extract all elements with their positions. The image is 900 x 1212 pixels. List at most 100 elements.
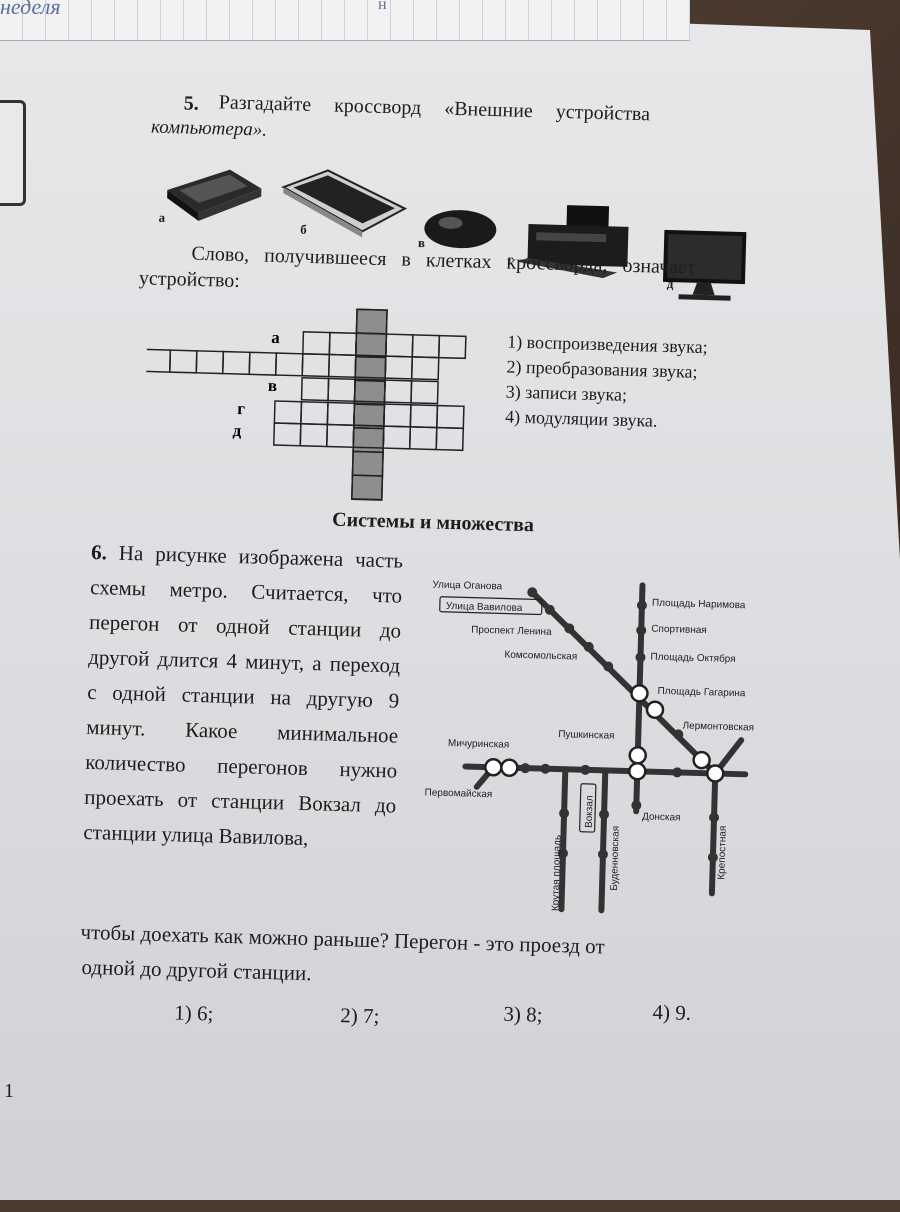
crossword-cell bbox=[410, 380, 439, 405]
transfer-node bbox=[706, 764, 725, 783]
station-dot bbox=[597, 849, 608, 860]
keyboard-icon bbox=[281, 169, 408, 238]
crossword-cell bbox=[382, 425, 412, 450]
station-ploshchad-oktyabrya: Площадь Октября bbox=[650, 651, 735, 665]
metro-branch-budennovskaya bbox=[598, 767, 609, 914]
station-ulitsa-vavilova: Улица Вавилова bbox=[446, 601, 523, 614]
crossword-cell bbox=[409, 404, 439, 429]
transfer-node bbox=[628, 746, 647, 765]
page-number: 1 bbox=[4, 1080, 14, 1102]
answer-4: 4) 9. bbox=[652, 999, 692, 1025]
station-dot bbox=[544, 604, 555, 615]
section-title: Системы и множества bbox=[331, 508, 535, 537]
crossword-cell bbox=[408, 426, 438, 451]
crossword-cell bbox=[327, 353, 357, 379]
station-dot bbox=[564, 623, 575, 634]
left-book-edge bbox=[0, 100, 26, 206]
crossword-cell bbox=[437, 334, 467, 360]
station-vokzal: Вокзал bbox=[584, 795, 596, 828]
option-4: 4) модуляции звука. bbox=[504, 406, 658, 431]
station-dot bbox=[540, 763, 551, 774]
crossword-cell bbox=[300, 377, 330, 402]
monitor-icon bbox=[662, 229, 747, 301]
task5-line2: компьютера». bbox=[150, 116, 268, 141]
task6-text-cont2: одной до другой станции. bbox=[81, 954, 312, 986]
crossword-label-g: г bbox=[237, 399, 246, 418]
station-dot bbox=[707, 852, 718, 863]
station-donskaya: Донская bbox=[642, 811, 681, 823]
crossword-label-v: в bbox=[268, 376, 278, 395]
crossword-cell bbox=[302, 331, 331, 356]
crossword-cell bbox=[300, 401, 329, 426]
crossword-cell bbox=[142, 348, 172, 373]
station-lermontovskaya: Лермонтовская bbox=[682, 721, 754, 734]
task6-text: 6. На рисунке изображена часть схемы мет… bbox=[83, 535, 404, 859]
crossword-cell bbox=[383, 403, 412, 428]
metro-line-diagonal bbox=[529, 589, 719, 777]
station-budennovskaya: Буденновская bbox=[609, 826, 622, 891]
mouse-icon bbox=[424, 210, 497, 249]
station-krepostnaya: Крепостная bbox=[716, 826, 729, 880]
transfer-node bbox=[628, 762, 647, 781]
crossword-cell bbox=[383, 379, 413, 404]
crossword-cell bbox=[301, 353, 331, 378]
crossword-cell bbox=[410, 356, 440, 381]
transfer-node bbox=[484, 758, 503, 777]
answer-1: 1) 6; bbox=[174, 1000, 214, 1026]
metro-map: Улица Оганова Улица Вавилова Проспект Ле… bbox=[424, 580, 754, 914]
crossword-cell bbox=[385, 333, 414, 358]
crossword-label-d: д bbox=[232, 421, 242, 440]
crossword-cell bbox=[411, 334, 441, 359]
task5-options: 1) воспроизведения звука; 2) преобразова… bbox=[505, 330, 708, 436]
device-label-a: а bbox=[158, 209, 166, 225]
station-prospekt-lenina: Проспект Ленина bbox=[471, 625, 552, 638]
crossword-cell bbox=[248, 351, 278, 376]
crossword-cell bbox=[272, 422, 302, 447]
station-dot bbox=[557, 848, 568, 859]
transfer-node bbox=[692, 750, 711, 770]
station-dot bbox=[603, 661, 614, 672]
device-label-b: б bbox=[300, 221, 308, 237]
metro-branch-krutaya bbox=[558, 766, 569, 913]
station-sportivnaya: Спортивная bbox=[651, 624, 707, 637]
station-box-vavilova bbox=[439, 596, 543, 616]
crossword-cell bbox=[273, 400, 303, 425]
crossword-cell bbox=[435, 426, 465, 452]
station-dot bbox=[673, 729, 684, 740]
crossword-cell bbox=[327, 377, 356, 403]
station-ploshchad-narimova: Площадь Наримова bbox=[652, 598, 746, 612]
crossword-grid: а б в г д bbox=[142, 308, 467, 501]
crossword-cell bbox=[384, 355, 414, 380]
crossword-cell bbox=[326, 401, 356, 427]
top-notebook-sheet: неделя н bbox=[0, 0, 690, 41]
answer-2: 2) 7; bbox=[340, 1003, 380, 1029]
station-dot bbox=[520, 763, 531, 774]
station-dot bbox=[635, 652, 646, 663]
task5-sentence-line2: устройство: bbox=[138, 267, 241, 293]
station-dot bbox=[709, 812, 720, 823]
station-ulitsa-oganova: Улица Оганова bbox=[432, 580, 503, 593]
crossword-cell bbox=[195, 350, 225, 375]
handwriting: неделя bbox=[0, 0, 61, 19]
printer-icon bbox=[517, 205, 629, 279]
station-dot bbox=[583, 641, 594, 652]
crossword-cell bbox=[168, 349, 198, 374]
station-dot bbox=[636, 625, 647, 636]
station-dot bbox=[636, 600, 647, 611]
crossword-answer-cell bbox=[351, 474, 384, 501]
crossword-cell bbox=[325, 423, 355, 449]
station-box-vokzal bbox=[579, 783, 597, 833]
station-pushkinskaya: Пушкинская bbox=[558, 729, 615, 742]
station-dot bbox=[672, 767, 683, 778]
metro-branch-krepostnaya bbox=[708, 770, 719, 897]
answer-3: 3) 8; bbox=[503, 1001, 543, 1027]
task6-number: 6. bbox=[90, 539, 108, 565]
station-komsomolskaya: Комсомольская bbox=[504, 650, 577, 663]
transfer-node bbox=[645, 700, 665, 720]
crossword-cell bbox=[221, 350, 251, 376]
station-dot bbox=[559, 808, 570, 819]
station-dot bbox=[527, 587, 538, 598]
crossword-cell bbox=[274, 352, 304, 377]
crossword-cell bbox=[299, 422, 329, 448]
